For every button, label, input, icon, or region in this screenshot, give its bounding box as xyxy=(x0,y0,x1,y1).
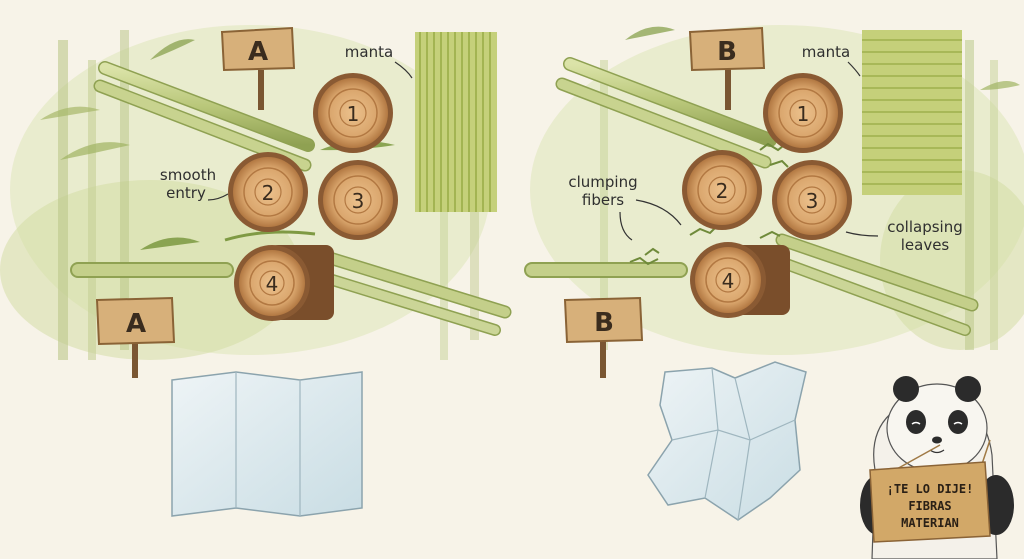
panel-a-roller-2-label: 2 xyxy=(262,181,275,205)
panel-a-bamboo-poles xyxy=(70,61,512,336)
panel-b-leaves-label-line2: leaves xyxy=(901,236,950,254)
panel-a-roller-3-label: 3 xyxy=(352,189,365,213)
panel-b-rollers: 1 2 3 4 xyxy=(682,73,852,318)
panel-b-manta-label: manta xyxy=(802,43,850,61)
panel-a-entry-arrow xyxy=(207,193,229,201)
panel-b-roller-1-label: 1 xyxy=(797,102,810,126)
panel-a-rollers: 1 2 3 4 xyxy=(228,73,398,321)
panel-a-manta-sheet xyxy=(415,32,497,212)
panel-a-roller-4: 4 xyxy=(234,245,334,321)
panel-b-top-sign-text: B xyxy=(717,37,737,67)
panel-b-fibers-arrow-2 xyxy=(619,211,633,241)
panel-b-crumpled-paper xyxy=(647,361,807,521)
panel-b-roller-4-label: 4 xyxy=(722,269,735,293)
panel-b-roller-2-label: 2 xyxy=(716,179,729,203)
panda-character: ¡TE LO DIJE! FIBRAS MATERIAN xyxy=(860,376,1014,559)
panel-b-roller-4: 4 xyxy=(690,242,790,318)
panel-a-top-sign-text: A xyxy=(248,37,268,67)
panel-a-smooth-paper xyxy=(171,371,363,517)
panda-sign-line1: ¡TE LO DIJE! xyxy=(887,482,974,496)
panel-b-fibers-label-line2: fibers xyxy=(582,191,624,209)
panel-a-roller-4-label: 4 xyxy=(266,272,279,296)
panel-a-roller-1-label: 1 xyxy=(347,102,360,126)
panel-a-entry-label-line2: entry xyxy=(166,184,206,202)
panel-b-roller-3: 3 xyxy=(772,160,852,240)
panel-b-fibers-label-line1: clumping xyxy=(568,173,637,191)
panel-b-leaves-arrow xyxy=(845,231,879,237)
panel-b-manta-sheet xyxy=(862,30,962,195)
panel-b-manta-arrow xyxy=(847,61,861,77)
panel-a-entry-label-line1: smooth xyxy=(160,166,216,184)
panel-a-manta-arrow xyxy=(394,61,413,79)
panel-a-manta-label: manta xyxy=(345,43,393,61)
panda-sign-line2: FIBRAS xyxy=(908,499,951,513)
panel-b-roller-1: 1 xyxy=(763,73,843,153)
panel-a-top-sign: A xyxy=(220,26,296,110)
panel-b-roller-3-label: 3 xyxy=(806,189,819,213)
panel-b-bottom-sign-text: B xyxy=(594,308,614,338)
panel-a-roller-1: 1 xyxy=(313,73,393,153)
panda-sign-line3: MATERIAN xyxy=(901,516,959,530)
panel-b-bamboo-poles xyxy=(524,57,979,336)
panel-a-bottom-sign: A xyxy=(95,296,176,378)
panel-b-top-sign: B xyxy=(688,26,766,110)
panel-a-roller-3: 3 xyxy=(318,160,398,240)
panel-b-roller-2: 2 xyxy=(682,150,762,230)
panel-b-leaves-label-line1: collapsing xyxy=(887,218,962,236)
panel-b-bottom-sign: B xyxy=(563,296,644,378)
panel-a-roller-2: 2 xyxy=(228,152,308,232)
panel-a-bottom-sign-text: A xyxy=(126,309,146,339)
panel-b-fibers-arrow-1 xyxy=(635,199,682,226)
